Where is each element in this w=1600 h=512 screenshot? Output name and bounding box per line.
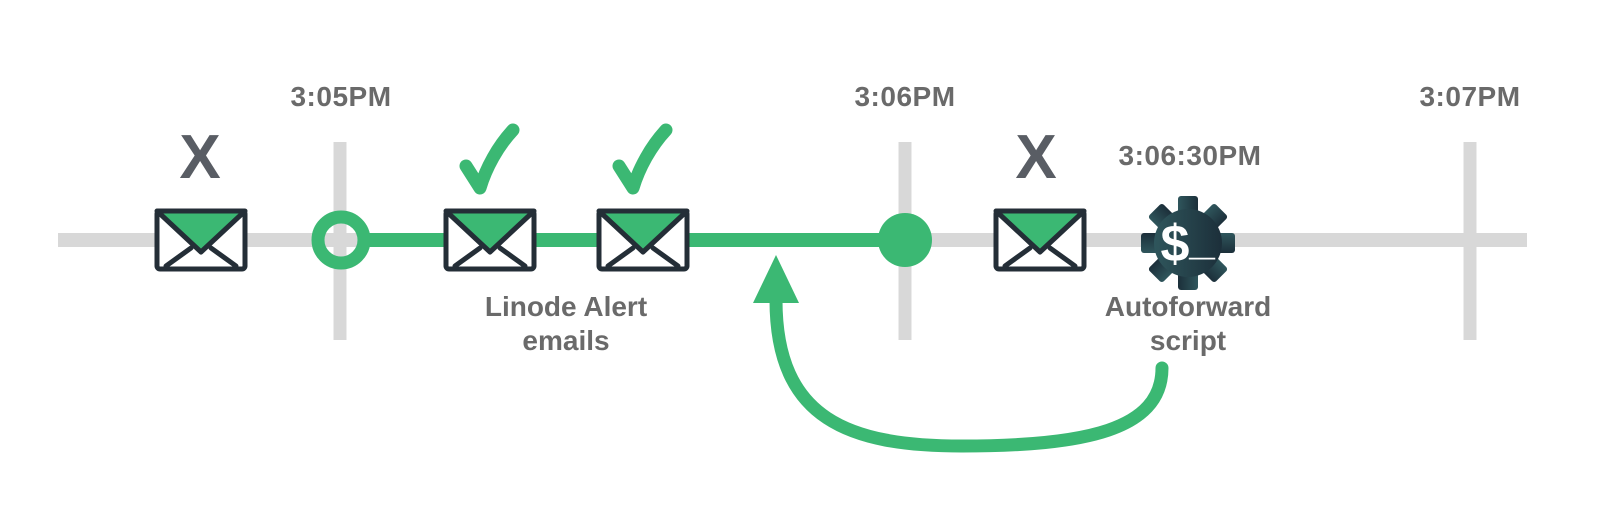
loop-arrow-icon (769, 293, 1169, 453)
gear-body (1154, 209, 1222, 277)
envelope-fold-right (650, 245, 681, 269)
gear-terminal-icon: $ _ (1141, 196, 1235, 290)
gear-prompt-cursor: _ (1188, 212, 1215, 264)
check-icon-2 (612, 123, 673, 195)
envelope-fold-right (208, 245, 239, 269)
linode-alert-label: Linode Alert emails (485, 290, 647, 358)
timestamp-3-05pm: 3:05PM (290, 81, 392, 112)
envelope-fold-left (1002, 245, 1033, 269)
envelope-icon-2 (443, 208, 537, 272)
linode-alert-label-line1: Linode Alert (484, 291, 648, 322)
envelope-fold-left (452, 245, 483, 269)
envelope-flap (443, 208, 537, 255)
autoforward-script-label: Autoforward script (1105, 290, 1271, 358)
check-icon-1 (459, 123, 520, 195)
envelope-fold-right (1047, 245, 1078, 269)
envelope-fold-left (163, 245, 194, 269)
x-icon-1: X (179, 123, 221, 192)
envelope-fold-left (605, 245, 636, 269)
envelope-flap (993, 208, 1087, 255)
loop-arrowhead (753, 255, 799, 303)
timestamp-3-06pm: 3:06PM (854, 81, 956, 112)
envelope-flap (596, 208, 690, 255)
autoforward-script-label-line2: script (1149, 325, 1227, 356)
autoforward-script-label-line1: Autoforward (1104, 291, 1272, 322)
envelope-icon-3 (596, 208, 690, 272)
timestamp-3-07pm: 3:07PM (1419, 81, 1521, 112)
tick-3-05pm (333, 142, 347, 340)
x-icon-2: X (1015, 123, 1057, 192)
tick-3-07pm (1463, 142, 1477, 340)
envelope-flap (154, 208, 248, 255)
envelope-icon-1 (154, 208, 248, 272)
timestamp-3-06-30pm: 3:06:30PM (1118, 140, 1262, 171)
linode-alert-label-line2: emails (522, 325, 610, 356)
envelope-icon-4 (993, 208, 1087, 272)
start-ring-marker (311, 210, 371, 270)
envelope-fold-right (497, 245, 528, 269)
end-dot-marker (878, 213, 932, 267)
gear-prompt-dollar: $ (1161, 215, 1190, 273)
